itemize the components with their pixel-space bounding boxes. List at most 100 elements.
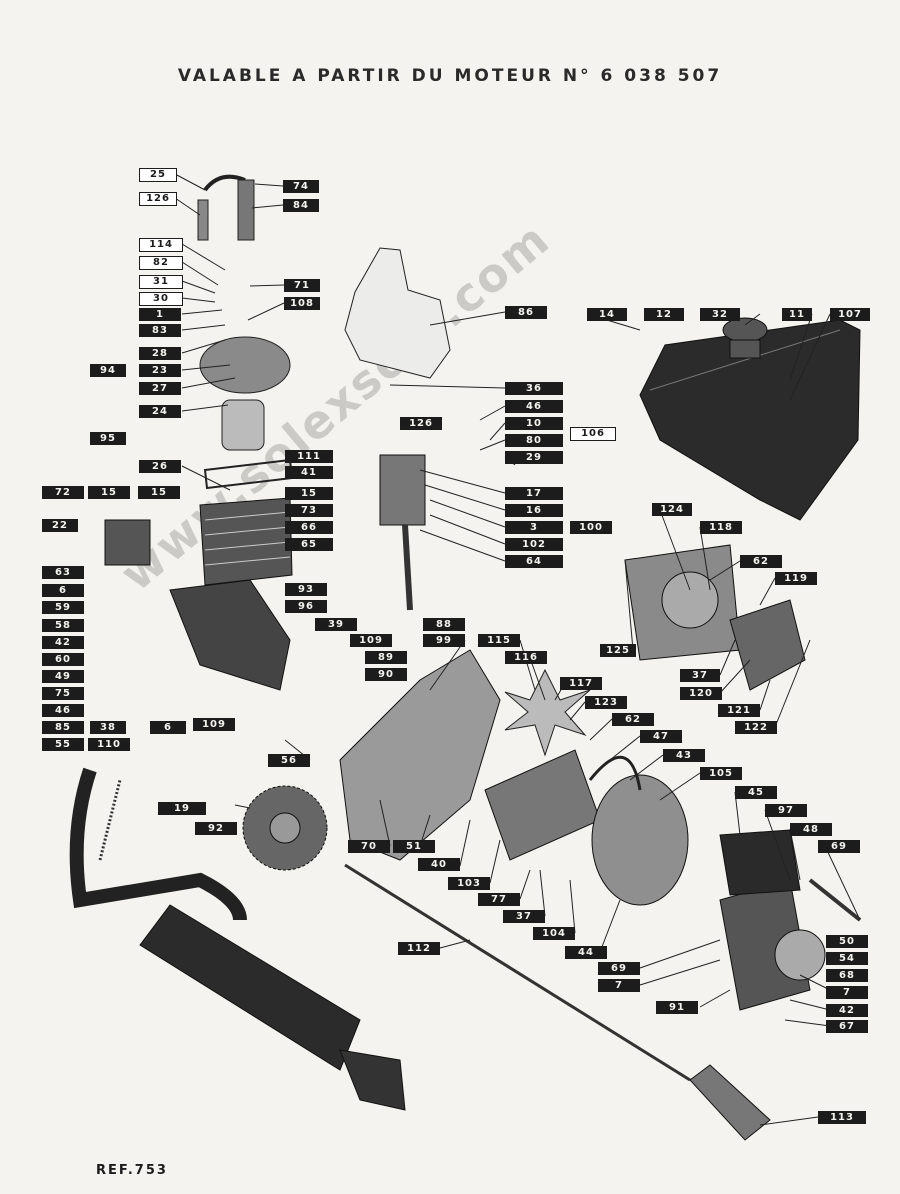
part-label-46: 46 [505,400,563,413]
part-label-31: 31 [139,275,183,289]
part-label-112: 112 [398,942,440,955]
part-label-91: 91 [656,1001,698,1014]
part-label-23: 23 [139,364,181,377]
part-label-43: 43 [663,749,705,762]
cable-grip [689,1064,771,1141]
part-label-122: 122 [735,721,777,734]
part-label-99: 99 [423,634,465,647]
part-label-15-c: 15 [285,487,333,500]
part-label-22: 22 [42,519,78,532]
part-label-103: 103 [448,877,490,890]
part-label-114: 114 [139,238,183,252]
part-label-109: 109 [350,634,392,647]
part-label-88: 88 [423,618,465,631]
exhaust-spring [98,779,122,861]
part-label-59: 59 [42,601,84,614]
part-label-121: 121 [718,704,760,717]
part-label-3: 3 [505,521,563,534]
part-label-30: 30 [139,292,183,306]
part-label-72: 72 [42,486,84,499]
part-label-1: 1 [139,308,181,321]
stator-plate [484,749,601,861]
part-label-14: 14 [587,308,627,321]
cylinder-barrel [199,497,293,586]
part-label-107: 107 [830,308,870,321]
fuel-bottle [344,247,451,379]
part-label-48: 48 [790,823,832,836]
part-label-71: 71 [284,279,320,292]
part-label-60: 60 [42,653,84,666]
part-label-69-b: 69 [598,962,640,975]
part-label-19: 19 [158,802,206,815]
spark-plug [237,179,255,241]
part-label-41: 41 [285,466,333,479]
part-label-77: 77 [478,893,520,906]
reed-block [104,519,151,566]
part-label-117: 117 [560,677,602,690]
part-label-25: 25 [139,168,177,182]
part-label-90: 90 [365,668,407,681]
part-label-45: 45 [735,786,777,799]
part-label-37: 37 [680,669,720,682]
part-label-62-b: 62 [740,555,782,568]
part-label-89: 89 [365,651,407,664]
part-label-40: 40 [418,858,460,871]
part-label-47: 47 [640,730,682,743]
part-label-56: 56 [268,754,310,767]
part-label-39: 39 [315,618,357,631]
part-label-37-b: 37 [503,910,545,923]
part-label-109-b: 109 [193,718,235,731]
part-label-105: 105 [700,767,742,780]
part-label-116: 116 [505,651,547,664]
part-label-12: 12 [644,308,684,321]
part-label-82: 82 [139,256,183,270]
part-label-46-b: 46 [42,704,84,717]
fuel-line [402,524,413,611]
spark-plug-tube [197,199,209,241]
pivot-bolt [808,878,862,922]
part-label-26: 26 [139,460,181,473]
part-label-65: 65 [285,538,333,551]
part-label-74: 74 [283,180,319,193]
tank-cap [722,317,768,359]
throttle-cable [344,863,691,1082]
part-label-42-b: 42 [826,1004,868,1017]
part-label-126: 126 [139,192,177,206]
part-label-55: 55 [42,738,84,751]
part-label-64: 64 [505,555,563,568]
part-label-15: 15 [88,486,130,499]
part-label-115: 115 [478,634,520,647]
part-label-58: 58 [42,619,84,632]
part-label-51: 51 [393,840,435,853]
part-label-83: 83 [139,324,181,337]
part-label-49: 49 [42,670,84,683]
part-label-100: 100 [570,521,612,534]
part-label-106: 106 [570,427,616,441]
part-label-113: 113 [818,1111,866,1124]
part-label-24: 24 [139,405,181,418]
part-label-6: 6 [42,584,84,597]
part-label-42: 42 [42,636,84,649]
part-label-10: 10 [505,417,563,430]
part-label-75: 75 [42,687,84,700]
part-label-67: 67 [826,1020,868,1033]
part-label-15-b: 15 [138,486,180,499]
part-label-7: 7 [598,979,640,992]
part-label-92: 92 [195,822,237,835]
silencer-tail [339,1049,406,1111]
reference-number: REF.753 [96,1163,168,1178]
part-label-54: 54 [826,952,868,965]
part-label-110: 110 [88,738,130,751]
part-label-70: 70 [348,840,390,853]
part-label-44: 44 [565,946,607,959]
part-label-126-b: 126 [400,417,442,430]
part-label-80: 80 [505,434,563,447]
part-label-104: 104 [533,927,575,940]
part-label-50: 50 [826,935,868,948]
part-label-36: 36 [505,382,563,395]
part-label-102: 102 [505,538,563,551]
silencer [139,904,361,1071]
part-label-7-b: 7 [826,986,868,999]
part-label-94: 94 [90,364,126,377]
